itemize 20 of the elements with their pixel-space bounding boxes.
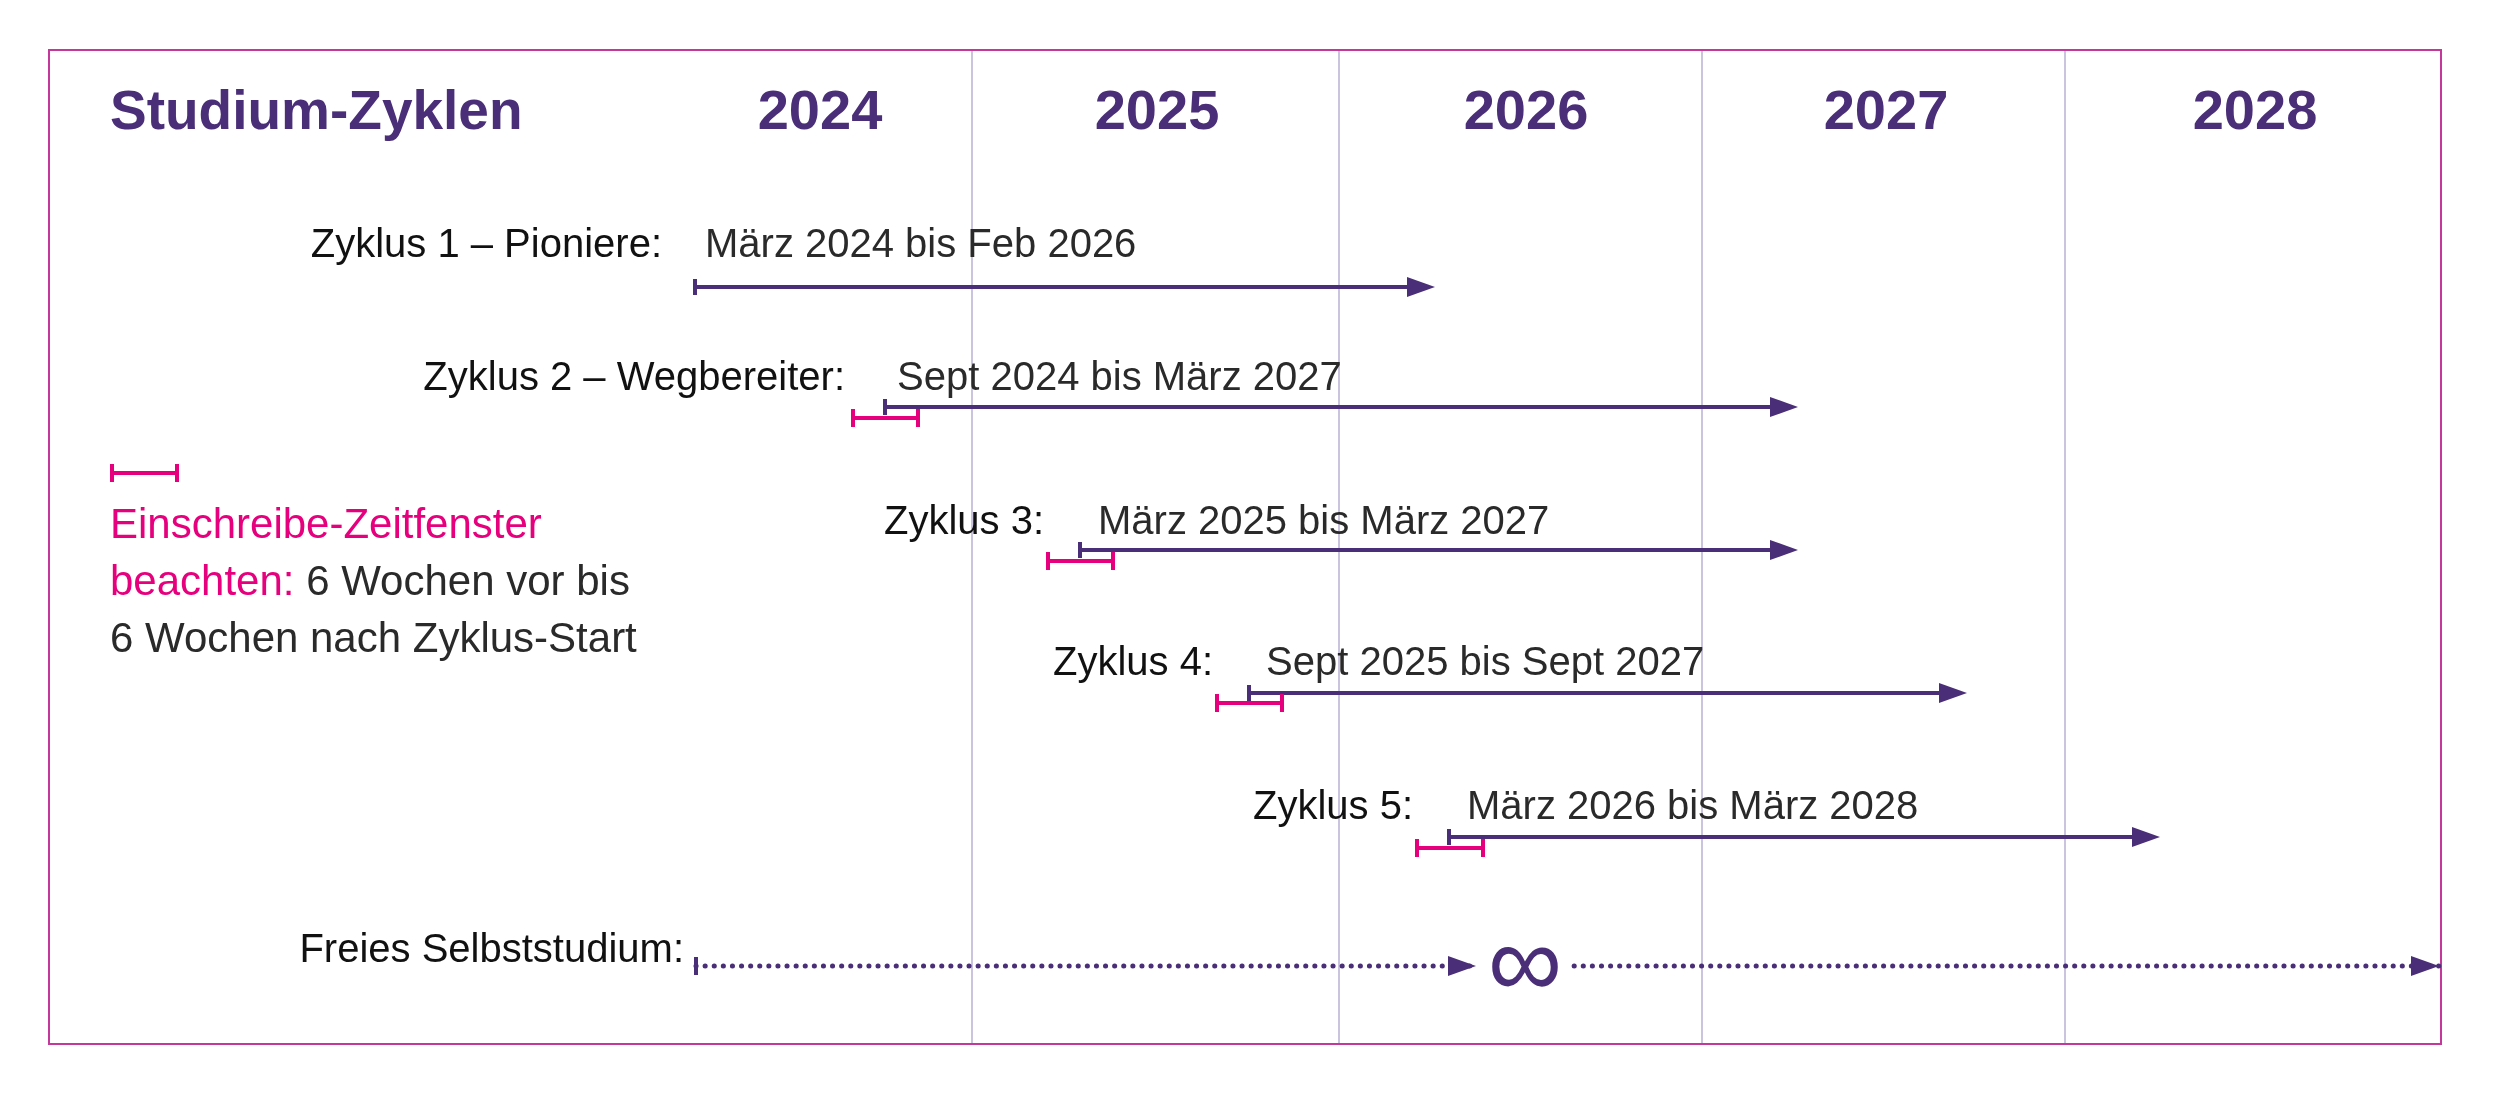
year-label: 2025 [1094,77,1220,143]
cycle-label: Zyklus 4: [1052,638,1213,685]
chart-title: Studium-Zyklen [110,78,523,143]
date-range-label: März 2024 bis Feb 2026 [705,220,1137,267]
year-label: 2026 [1463,77,1589,143]
dotted-arrow [1571,956,2442,976]
legend-text: Einschreibe-Zeitfenster beachten: 6 Wochen vor bis 6 Wochen nach Zyklus-Start [110,499,638,663]
cycle-label: Freies Selbststudium: [299,924,684,972]
cycle-label: Zyklus 3: [883,497,1044,544]
cycle-label: Zyklus 5: [1252,782,1413,829]
date-range-label: März 2026 bis März 2028 [1467,782,1919,829]
cycle-label: Zyklus 1 – Pioniere: [310,220,662,267]
cycle-label: Zyklus 2 – Wegbereiter: [423,353,845,400]
year-label: 2024 [757,77,883,143]
date-range-label: Sept 2025 bis Sept 2027 [1266,638,1705,685]
year-label: 2028 [2192,77,2318,143]
date-range-label: März 2025 bis März 2027 [1098,497,1550,544]
year-label: 2027 [1823,77,1949,143]
date-range-label: Sept 2024 bis März 2027 [897,353,1342,400]
infinity-sign: ∞ [1488,930,1563,993]
